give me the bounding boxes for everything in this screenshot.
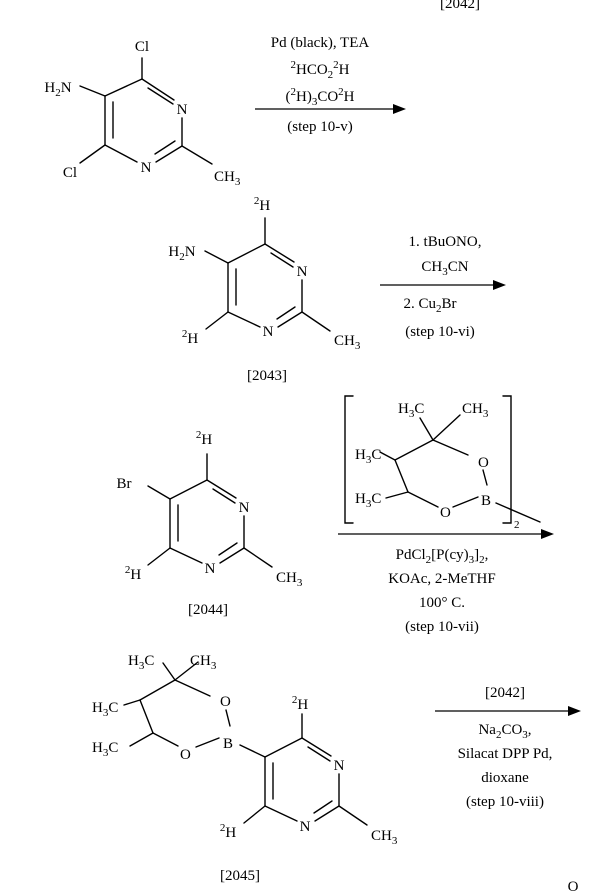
d-label-top: 2H bbox=[292, 694, 309, 713]
compound-2044: 2H Br N N 2H CH3 [2044] bbox=[117, 429, 303, 618]
h3c-label-1: H3C bbox=[398, 401, 424, 420]
n-label-right: N bbox=[334, 758, 345, 774]
o-label-2: O bbox=[180, 747, 191, 763]
b-label: B bbox=[223, 736, 233, 752]
nh2-label: H2N bbox=[168, 244, 195, 263]
n-label-right: N bbox=[297, 264, 308, 280]
step1-conditions: Pd (black), TEA 2HCO22H (2H)3CO2H (step … bbox=[255, 35, 406, 135]
bottom-clipped-label: O bbox=[568, 879, 579, 893]
h3c-label-1: H3C bbox=[128, 653, 154, 672]
n-label-right: N bbox=[177, 102, 188, 118]
step3-reagent-3: 100° C. bbox=[419, 595, 465, 611]
compound-id-2043: [2043] bbox=[247, 368, 287, 384]
b2pin2-reagent: H3C CH3 H3C H3C O O B 2 bbox=[344, 395, 541, 531]
step1-label: (step 10-v) bbox=[287, 119, 352, 135]
n-label-bottom: N bbox=[263, 324, 274, 340]
ch3-label: CH3 bbox=[334, 333, 361, 352]
cl-label-top: Cl bbox=[135, 39, 149, 55]
ch3-label: CH3 bbox=[214, 169, 241, 188]
o-label-1: O bbox=[478, 455, 489, 471]
d-label-left: 2H bbox=[220, 822, 237, 841]
compound-id-2045: [2045] bbox=[220, 868, 260, 884]
step4-label: (step 10-viii) bbox=[466, 794, 544, 810]
step3-label: (step 10-vii) bbox=[405, 619, 479, 635]
n-label-right: N bbox=[239, 500, 250, 516]
compound-2043: 2H H2N N N 2H CH3 [2043] bbox=[168, 195, 360, 384]
d-label-top: 2H bbox=[196, 429, 213, 448]
ch3-label: CH3 bbox=[371, 828, 398, 847]
step4-reagent-2: Na2CO3, bbox=[478, 722, 531, 741]
step2-label: (step 10-vi) bbox=[405, 324, 475, 340]
step4-conditions: [2042] Na2CO3, Silacat DPP Pd, dioxane (… bbox=[435, 685, 581, 810]
h3c-label-3: H3C bbox=[355, 491, 381, 510]
bracket-subscript: 2 bbox=[514, 519, 520, 531]
ch3-label-1: CH3 bbox=[190, 653, 217, 672]
step4-reagent-3: Silacat DPP Pd, bbox=[458, 746, 553, 762]
step4-reagent-1: [2042] bbox=[485, 685, 525, 701]
step3-reagent-1: PdCl2[P(cy)3]2, bbox=[396, 547, 489, 566]
cl-label-bottom: Cl bbox=[63, 165, 77, 181]
h3c-label-2: H3C bbox=[92, 700, 118, 719]
step2-reagent-2: CH3CN bbox=[421, 259, 468, 278]
top-compound-label: [2042] bbox=[440, 0, 480, 12]
compound-id-2044: [2044] bbox=[188, 602, 228, 618]
compound-2045: H3C CH3 H3C H3C O O B 2H N N 2H CH3 [204… bbox=[92, 653, 398, 884]
step3-reagent-2: KOAc, 2-MeTHF bbox=[388, 571, 495, 587]
n-label-bottom: N bbox=[205, 561, 216, 577]
step2-conditions: 1. tBuONO, CH3CN 2. Cu2Br (step 10-vi) bbox=[380, 234, 506, 340]
step1-reagent-3: (2H)3CO2H bbox=[285, 86, 354, 108]
ch3-label-1: CH3 bbox=[462, 401, 489, 420]
o-label-2: O bbox=[440, 505, 451, 521]
step4-reagent-4: dioxane bbox=[481, 770, 529, 786]
d-label-left: 2H bbox=[125, 564, 142, 583]
n-label-bottom: N bbox=[141, 160, 152, 176]
reactant-dichloropyrimidine: Cl Cl H2N N N CH3 bbox=[44, 39, 240, 188]
n-label-bottom: N bbox=[300, 819, 311, 835]
h3c-label-2: H3C bbox=[355, 447, 381, 466]
d-label-left: 2H bbox=[182, 328, 199, 347]
step2-reagent-3: 2. Cu2Br bbox=[403, 296, 456, 315]
o-label-1: O bbox=[220, 694, 231, 710]
ch3-label: CH3 bbox=[276, 570, 303, 589]
step1-reagent-2: 2HCO22H bbox=[290, 59, 349, 81]
step1-reagent-1: Pd (black), TEA bbox=[271, 35, 370, 51]
b-label: B bbox=[481, 493, 491, 509]
d-label-top: 2H bbox=[254, 195, 271, 214]
step3-conditions: PdCl2[P(cy)3]2, KOAc, 2-MeTHF 100° C. (s… bbox=[338, 529, 554, 635]
h3c-label-3: H3C bbox=[92, 740, 118, 759]
nh2-label: H2N bbox=[44, 80, 71, 99]
br-label: Br bbox=[117, 476, 132, 492]
step2-reagent-1: 1. tBuONO, bbox=[409, 234, 482, 250]
